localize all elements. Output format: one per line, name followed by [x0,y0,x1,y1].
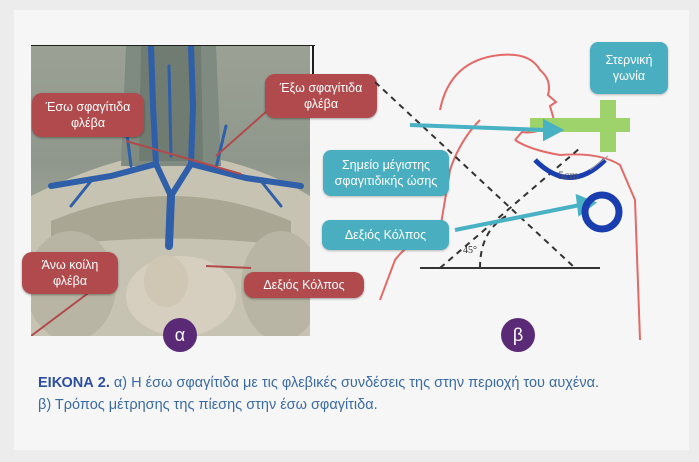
caption-head: ΕΙΚΟΝΑ 2. [38,375,110,391]
angle-text: 45° [463,245,477,256]
label-max-jugular-pulse-point: Σημείο μέγιστης σφαγιτιδικής ώσης [323,150,449,196]
distance-text: 5cm [558,168,579,183]
figure-caption: ΕΙΚΟΝΑ 2. α) Η έσω σφαγίτιδα με τις φλεβ… [38,372,678,416]
caption-line-2: β) Τρόπος μέτρησης της πίεσης στην έσω σ… [38,394,678,416]
label-sternal-angle: Στερνική γωνία [590,42,668,94]
label-internal-jugular-vein: Έσω σφαγίτιδα φλέβα [32,93,144,137]
label-superior-vena-cava: Άνω κοίλη φλέβα [22,252,118,294]
caption-text-1: α) Η έσω σφαγίτιδα με τις φλεβικές συνδέ… [110,375,599,391]
panel-b-badge: β [501,318,535,352]
panel-a-badge: α [163,318,197,352]
label-right-atrium-b: Δεξιός Κόλπος [322,220,449,250]
caption-line-1: ΕΙΚΟΝΑ 2. α) Η έσω σφαγίτιδα με τις φλεβ… [38,372,678,394]
